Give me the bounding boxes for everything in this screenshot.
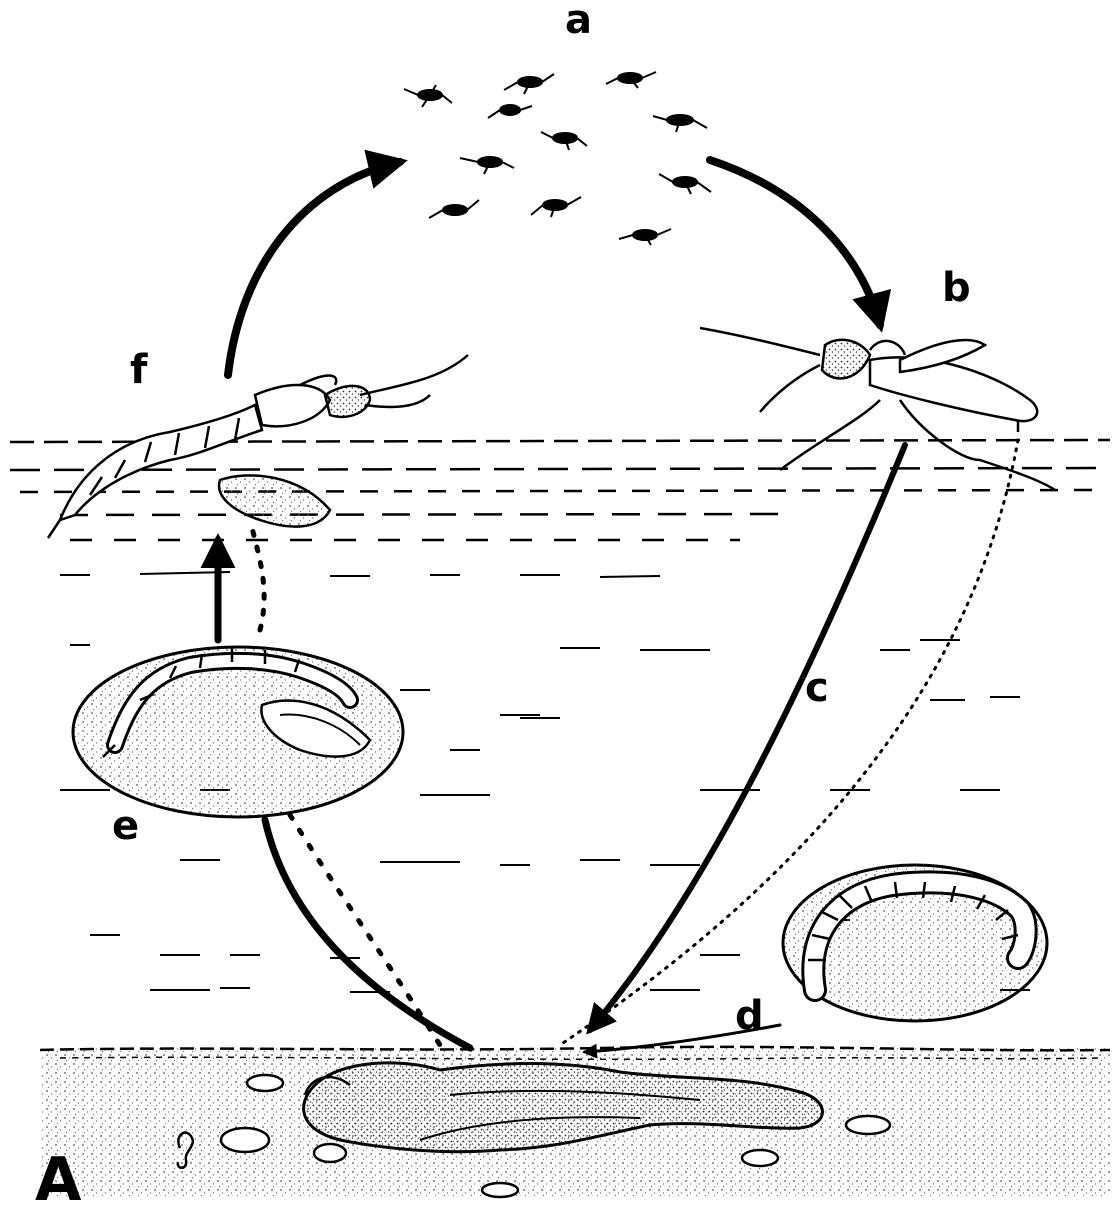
dotted-rise-path-2 (290, 815, 440, 1045)
bloodworm-larva-icon (783, 865, 1047, 1021)
stage-label-b: b (942, 268, 971, 308)
pupa-icon (73, 647, 403, 817)
stage-label-e: e (112, 806, 139, 846)
stage-label-f: f (130, 350, 147, 390)
arrow-a-to-b (710, 160, 880, 325)
stage-label-d: d (735, 996, 764, 1036)
midge-adult-female-icon (700, 328, 1055, 490)
emerging-midge-icon (48, 355, 468, 538)
arrow-f-to-a (228, 162, 400, 375)
stage-label-a: a (565, 0, 592, 40)
dotted-rise-path (250, 520, 264, 630)
panel-label: A (35, 1150, 81, 1210)
stage-label-c: c (805, 668, 829, 708)
midge-swarm-icon (404, 72, 711, 245)
